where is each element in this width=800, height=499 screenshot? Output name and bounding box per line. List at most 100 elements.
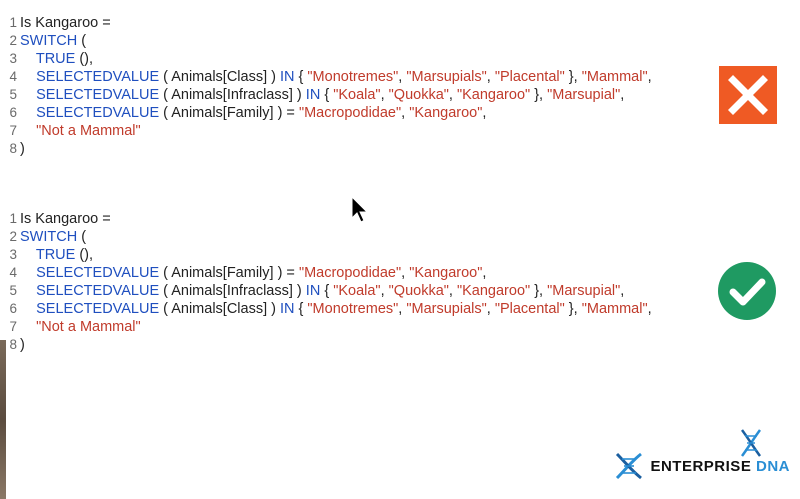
code-text: TRUE (), xyxy=(20,50,93,68)
string-token: "Not a Mammal" xyxy=(20,123,141,139)
plain-token: ( Animals[Family] ) = xyxy=(159,265,299,281)
plain-token: , xyxy=(401,105,410,121)
code-line[interactable]: 7 "Not a Mammal" xyxy=(6,122,706,140)
plain-token: { xyxy=(320,283,334,299)
line-number: 3 xyxy=(9,51,17,66)
plain-token: , xyxy=(398,301,407,317)
line-number: 4 xyxy=(9,69,17,84)
keyword-token: SELECTEDVALUE xyxy=(20,301,160,317)
plain-token: { xyxy=(320,87,334,103)
keyword-token: TRUE xyxy=(20,51,76,67)
string-token: "Kangaroo" xyxy=(409,105,483,121)
plain-token: ) xyxy=(20,141,25,157)
code-text: SELECTEDVALUE ( Animals[Class] ) IN { "M… xyxy=(20,300,652,318)
string-token: "Kangaroo" xyxy=(456,87,531,103)
plain-token: ) xyxy=(20,337,25,353)
code-text: Is Kangaroo = xyxy=(20,210,111,228)
check-circle-icon xyxy=(717,261,776,320)
string-token: "Macropodidae" xyxy=(298,105,402,121)
plain-token: ( xyxy=(77,229,87,245)
string-token: "Koala" xyxy=(333,87,381,103)
code-line[interactable]: 6 SELECTEDVALUE ( Animals[Class] ) IN { … xyxy=(6,300,706,318)
line-number: 7 xyxy=(9,123,17,138)
string-token: "Macropodidae" xyxy=(298,265,402,281)
plain-token: (), xyxy=(75,247,94,263)
plain-token: Is Kangaroo = xyxy=(20,15,111,31)
line-number: 2 xyxy=(9,33,17,48)
line-number: 3 xyxy=(9,247,17,262)
string-token: "Quokka" xyxy=(388,283,449,299)
code-text: SELECTEDVALUE ( Animals[Family] ) = "Mac… xyxy=(20,264,486,282)
dna-helix-icon xyxy=(616,452,643,480)
string-token: "Not a Mammal" xyxy=(20,319,141,335)
plain-token: , xyxy=(401,265,410,281)
plain-token: , xyxy=(482,105,487,121)
code-line[interactable]: 6 SELECTEDVALUE ( Animals[Family] ) = "M… xyxy=(6,104,706,122)
code-text: SELECTEDVALUE ( Animals[Infraclass] ) IN… xyxy=(20,86,624,104)
string-token: "Placental" xyxy=(494,301,565,317)
string-token: "Mammal" xyxy=(581,301,648,317)
keyword-token: SWITCH xyxy=(20,229,78,245)
line-number: 8 xyxy=(9,337,17,352)
string-token: "Placental" xyxy=(494,69,565,85)
keyword-token: SWITCH xyxy=(20,33,78,49)
string-token: "Kangaroo" xyxy=(456,283,531,299)
code-text: "Not a Mammal" xyxy=(20,122,141,140)
keyword-token: SELECTEDVALUE xyxy=(20,105,160,121)
code-line[interactable]: 3 TRUE (), xyxy=(6,50,706,68)
brand-name: ENTERPRISE DNA xyxy=(650,458,790,475)
plain-token: , xyxy=(647,69,652,85)
code-line[interactable]: 8) xyxy=(6,336,706,354)
string-token: "Monotremes" xyxy=(307,301,399,317)
code-text: SELECTEDVALUE ( Animals[Family] ) = "Mac… xyxy=(20,104,486,122)
code-line[interactable]: 5 SELECTEDVALUE ( Animals[Infraclass] ) … xyxy=(6,282,706,300)
plain-token: (), xyxy=(75,51,94,67)
code-text: ) xyxy=(20,140,25,158)
code-text: SELECTEDVALUE ( Animals[Infraclass] ) IN… xyxy=(20,282,624,300)
keyword-token: SELECTEDVALUE xyxy=(20,265,160,281)
string-token: "Marsupials" xyxy=(406,69,487,85)
plain-token: { xyxy=(294,69,308,85)
plain-token: ( Animals[Family] ) = xyxy=(159,105,299,121)
string-token: "Koala" xyxy=(333,283,381,299)
code-line[interactable]: 4 SELECTEDVALUE ( Animals[Class] ) IN { … xyxy=(6,68,706,86)
plain-token: ( Animals[Infraclass] ) xyxy=(159,283,306,299)
code-line[interactable]: 7 "Not a Mammal" xyxy=(6,318,706,336)
plain-token: , xyxy=(380,87,389,103)
dna-small-icon xyxy=(738,428,764,463)
code-text: TRUE (), xyxy=(20,246,93,264)
code-line[interactable]: 8) xyxy=(6,140,706,158)
mouse-pointer-icon xyxy=(351,195,369,229)
plain-token: , xyxy=(398,69,407,85)
keyword-token: IN xyxy=(305,283,321,299)
code-text: SWITCH ( xyxy=(20,228,86,246)
plain-token: , xyxy=(647,301,652,317)
plain-token: Is Kangaroo = xyxy=(20,211,111,227)
string-token: "Monotremes" xyxy=(307,69,399,85)
plain-token: , xyxy=(448,283,457,299)
plain-token: ( Animals[Class] ) xyxy=(159,301,280,317)
plain-token: }, xyxy=(564,301,582,317)
enterprise-dna-logo: ENTERPRISE DNA xyxy=(614,451,790,481)
code-line[interactable]: 3 TRUE (), xyxy=(6,246,706,264)
plain-token: ( xyxy=(77,33,87,49)
plain-token: , xyxy=(448,87,457,103)
close-x-icon xyxy=(719,66,777,124)
line-number: 5 xyxy=(9,283,17,298)
keyword-token: TRUE xyxy=(20,247,76,263)
code-text: SELECTEDVALUE ( Animals[Class] ) IN { "M… xyxy=(20,68,652,86)
plain-token: }, xyxy=(530,283,548,299)
line-number: 5 xyxy=(9,87,17,102)
plain-token: , xyxy=(486,301,495,317)
keyword-token: IN xyxy=(305,87,321,103)
code-line[interactable]: 4 SELECTEDVALUE ( Animals[Family] ) = "M… xyxy=(6,264,706,282)
plain-token: ( Animals[Infraclass] ) xyxy=(159,87,306,103)
code-line[interactable]: 5 SELECTEDVALUE ( Animals[Infraclass] ) … xyxy=(6,86,706,104)
keyword-token: SELECTEDVALUE xyxy=(20,87,160,103)
